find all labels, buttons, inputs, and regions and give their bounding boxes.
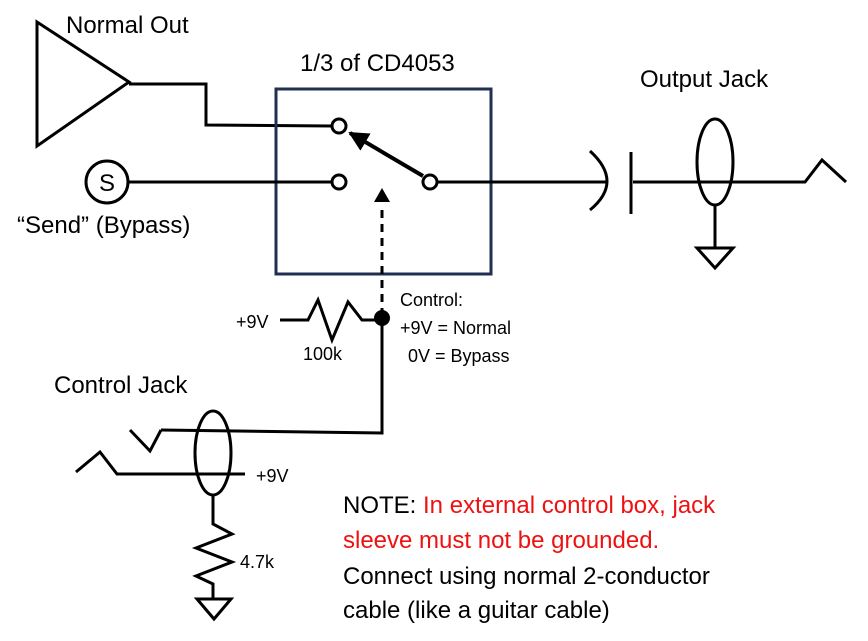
control-bypass: 0V = Bypass bbox=[408, 346, 510, 366]
control-jack-ellipse bbox=[193, 409, 233, 497]
control-ground-icon bbox=[193, 597, 235, 622]
control-jack-label: Control Jack bbox=[54, 372, 188, 399]
resistor-4k7-label: 4.7k bbox=[240, 552, 275, 572]
output-ground-icon bbox=[693, 246, 737, 271]
switch-contact-common bbox=[421, 173, 439, 191]
switch-contact-normal bbox=[330, 117, 348, 135]
control-title: Control: bbox=[400, 290, 463, 310]
capacitor-curved-plate bbox=[588, 149, 609, 212]
normal-out-wire bbox=[129, 82, 333, 128]
amplifier-triangle bbox=[35, 19, 132, 149]
control-jack-tip bbox=[128, 428, 163, 454]
output-jack-label: Output Jack bbox=[640, 66, 769, 93]
switch-contact-send bbox=[330, 173, 348, 191]
control-jack-sleeve-wire bbox=[75, 449, 245, 476]
resistor-100k-label: 100k bbox=[303, 344, 343, 364]
note-red-line1: In external control box, jack bbox=[423, 492, 716, 519]
plus9v-left-label: +9V bbox=[236, 312, 269, 332]
note-line1: NOTE: In external control box, jack bbox=[343, 492, 716, 519]
control-jack-wire bbox=[160, 325, 384, 435]
send-symbol: S bbox=[99, 170, 115, 197]
ic-label: 1/3 of CD4053 bbox=[300, 50, 455, 77]
note-line3: Connect using normal 2-conductor bbox=[343, 563, 710, 590]
output-jack-ellipse bbox=[695, 117, 735, 207]
normal-out-label: Normal Out bbox=[66, 12, 189, 39]
control-normal: +9V = Normal bbox=[400, 318, 511, 338]
note-prefix: NOTE: bbox=[343, 492, 423, 519]
switch-arm bbox=[348, 131, 425, 178]
plus9v-jack-label: +9V bbox=[256, 466, 289, 486]
resistor-4k7 bbox=[191, 495, 237, 598]
resistor-100k bbox=[280, 296, 376, 345]
note-red-line2: sleeve must not be grounded. bbox=[343, 527, 659, 554]
send-label: “Send” (Bypass) bbox=[17, 212, 190, 239]
control-arrowhead bbox=[374, 188, 390, 202]
output-jack-wire bbox=[633, 157, 848, 184]
note-line4: cable (like a guitar cable) bbox=[343, 597, 610, 624]
control-junction-dot bbox=[374, 310, 390, 326]
